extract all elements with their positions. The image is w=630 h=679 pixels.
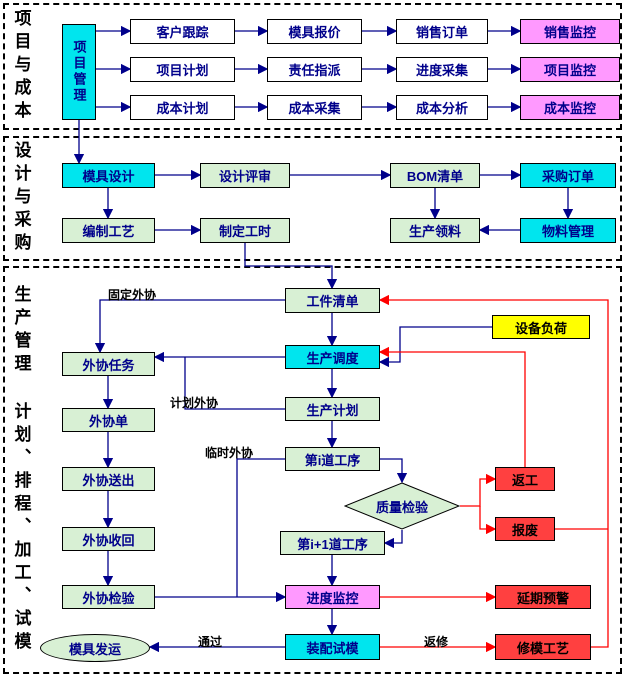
section-label-production-management: 生产管理 计划、排程、加工、试模 — [11, 285, 31, 655]
section-project-and-cost: 项目与成本 — [3, 3, 622, 130]
section-label-project-and-cost: 项目与成本 — [11, 9, 31, 124]
section-production-management: 生产管理 计划、排程、加工、试模 — [3, 266, 622, 674]
section-design-and-procurement: 设计与采购 — [3, 136, 622, 261]
section-label-design-and-procurement: 设计与采购 — [11, 141, 31, 256]
